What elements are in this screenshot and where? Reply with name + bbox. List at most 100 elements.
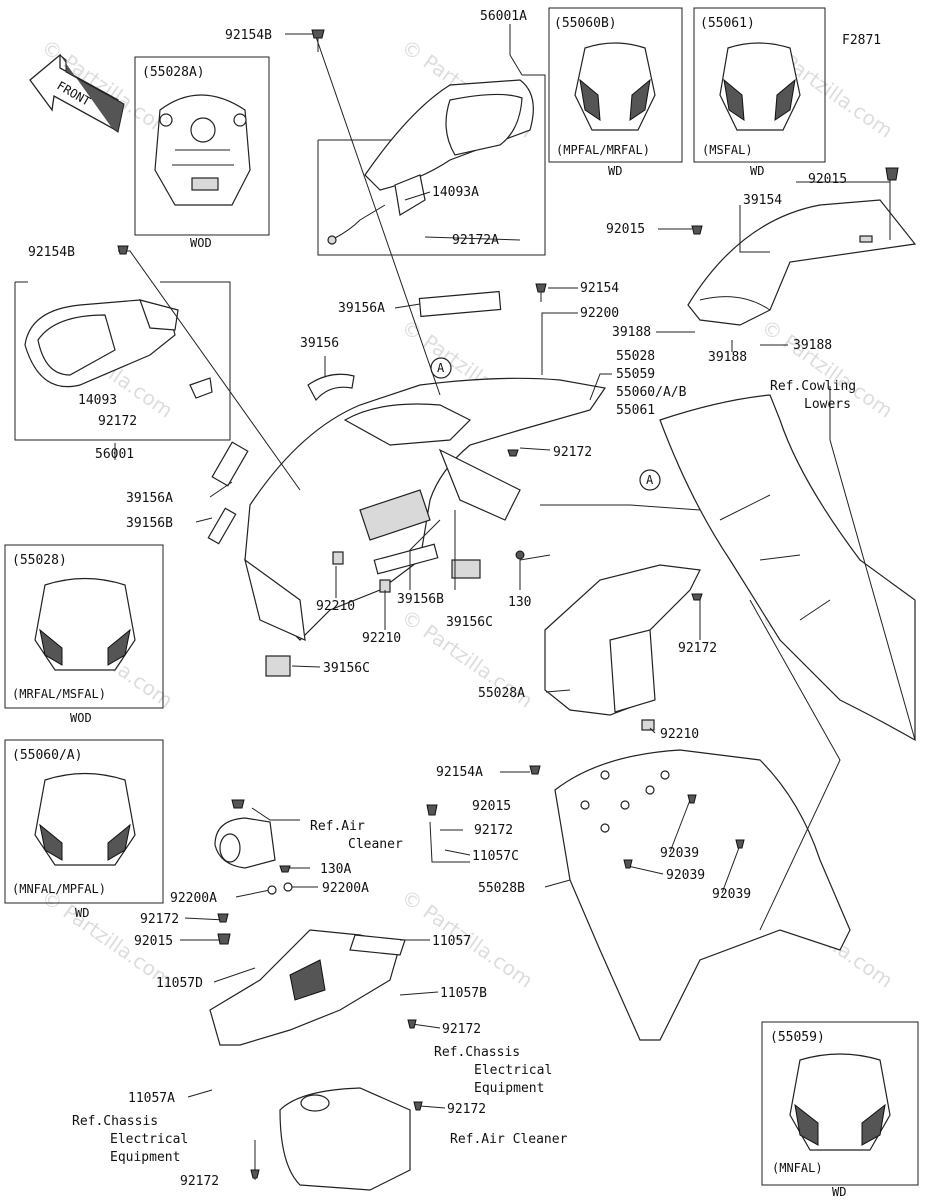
ref-chassis-line2: Electrical (110, 1132, 188, 1147)
callout-55028A: 55028A (478, 686, 525, 701)
reference-marker-a: A (639, 469, 661, 491)
callout-92172A: 92172A (452, 233, 499, 248)
callout-92200A: 92200A (322, 881, 369, 896)
inset-variant: (MPFAL/MRFAL) (556, 143, 650, 157)
callout-92039: 92039 (660, 846, 699, 861)
callout-92172: 92172 (140, 912, 179, 927)
callout-39188: 39188 (612, 325, 651, 340)
ref-chassis-line1: Ref.Chassis (434, 1045, 520, 1060)
mirror-56001A (317, 74, 546, 256)
callout-92172: 92172 (678, 641, 717, 656)
inset-variant: (MRFAL/MSFAL) (12, 687, 106, 701)
callout-11057B: 11057B (440, 986, 487, 1001)
callout-39156A: 39156A (338, 301, 385, 316)
reference-notes: Ref.Cowling Lowers Ref.Air Cleaner Ref.C… (72, 379, 856, 1165)
callout-92015: 92015 (606, 222, 645, 237)
figure-code: F2871 (842, 33, 881, 48)
callout-92200: 92200 (580, 306, 619, 321)
inset-code: (55061) (700, 16, 755, 31)
callout-92172: 92172 (98, 414, 137, 429)
inset-caption: WD (608, 164, 622, 178)
callout-55060AB: 55060/A/B (616, 385, 687, 400)
reference-marker-a: A (430, 357, 452, 379)
small-parts (207, 290, 655, 731)
ref-air-cleaner-bottom: Ref.Air Cleaner (450, 1132, 568, 1147)
mirror-56001 (14, 281, 231, 441)
callout-92210: 92210 (362, 631, 401, 646)
ref-cowling-line1: Ref.Cowling (770, 379, 856, 394)
callout-92154B: 92154B (225, 28, 272, 43)
inset-55028: (55028) (MRFAL/MSFAL) WOD (4, 544, 164, 725)
callout-39156B: 39156B (126, 516, 173, 531)
inset-55060A: (55060/A) (MNFAL/MPFAL) WD (4, 739, 164, 920)
inset-caption: WOD (190, 236, 212, 250)
callout-39156: 39156 (300, 336, 339, 351)
inset-caption: WD (832, 1185, 846, 1199)
ref-chassis-line3: Equipment (110, 1150, 180, 1165)
inset-caption: WD (750, 164, 764, 178)
callout-56001: 56001 (95, 447, 134, 462)
inner-cover-55028B (554, 749, 851, 1041)
callout-56001A: 56001A (480, 9, 527, 24)
cowling-lowers-ref (659, 394, 916, 742)
callout-55059: 55059 (616, 367, 655, 382)
callout-39156C: 39156C (446, 615, 493, 630)
callout-92172: 92172 (447, 1102, 486, 1117)
bracket-11057 (209, 929, 406, 1046)
callout-14093A: 14093A (432, 185, 479, 200)
callout-11057: 11057 (432, 934, 471, 949)
inset-variant: (MSFAL) (702, 143, 753, 157)
ref-chassis-line2: Electrical (474, 1063, 552, 1078)
ref-cowling-line2: Lowers (804, 397, 851, 412)
inset-code: (55060/A) (12, 748, 82, 763)
inset-code: (55060B) (554, 16, 617, 31)
callout-39156C: 39156C (323, 661, 370, 676)
callout-92015: 92015 (472, 799, 511, 814)
callout-39188: 39188 (708, 350, 747, 365)
ref-chassis-line3: Equipment (474, 1081, 544, 1096)
callout-92015: 92015 (808, 172, 847, 187)
callout-130: 130 (508, 595, 531, 610)
callout-39188: 39188 (793, 338, 832, 353)
callout-92172: 92172 (474, 823, 513, 838)
inset-variant: (MNFAL/MPFAL) (12, 882, 106, 896)
callout-92154: 92154 (580, 281, 619, 296)
callout-92172: 92172 (442, 1022, 481, 1037)
callout-labels: 92154B 56001A 14093A 92172A 92154B 14093… (28, 9, 847, 1189)
inset-55060B: (55060B) (MPFAL/MRFAL) WD (548, 7, 683, 178)
fasteners (117, 29, 899, 1179)
inner-panel-55028A (544, 564, 701, 716)
callout-55061: 55061 (616, 403, 655, 418)
callout-11057C: 11057C (472, 849, 519, 864)
callout-92154B: 92154B (28, 245, 75, 260)
callout-92200A: 92200A (170, 891, 217, 906)
inset-55028A: (55028A) WOD (134, 56, 270, 250)
callout-39154: 39154 (743, 193, 782, 208)
upper-cowl-55028 (244, 377, 607, 641)
inset-code: (55028A) (142, 65, 205, 80)
leader-lines (114, 24, 916, 1180)
inset-55061: (55061) (MSFAL) WD (693, 7, 826, 178)
inset-caption: WOD (70, 711, 92, 725)
air-cleaner-top (214, 817, 276, 869)
inset-55059: (55059) (MNFAL) WD (761, 1021, 919, 1199)
callout-92210: 92210 (660, 727, 699, 742)
callout-92172: 92172 (180, 1174, 219, 1189)
inset-variant: (MNFAL) (772, 1161, 823, 1175)
ref-air-cleaner-line2: Cleaner (348, 837, 403, 852)
callout-55028B: 55028B (478, 881, 525, 896)
inset-code: (55028) (12, 553, 67, 568)
callout-39156B: 39156B (397, 592, 444, 607)
callout-39156A: 39156A (126, 491, 173, 506)
callout-92172: 92172 (553, 445, 592, 460)
inset-caption: WD (75, 906, 89, 920)
callout-92210: 92210 (316, 599, 355, 614)
callout-55028: 55028 (616, 349, 655, 364)
callout-92015: 92015 (134, 934, 173, 949)
windshield-39154 (687, 199, 917, 326)
air-cleaner-bottom (279, 1087, 411, 1191)
callout-92154A: 92154A (436, 765, 483, 780)
ref-air-cleaner-line1: Ref.Air (310, 819, 365, 834)
ref-chassis-line1: Ref.Chassis (72, 1114, 158, 1129)
